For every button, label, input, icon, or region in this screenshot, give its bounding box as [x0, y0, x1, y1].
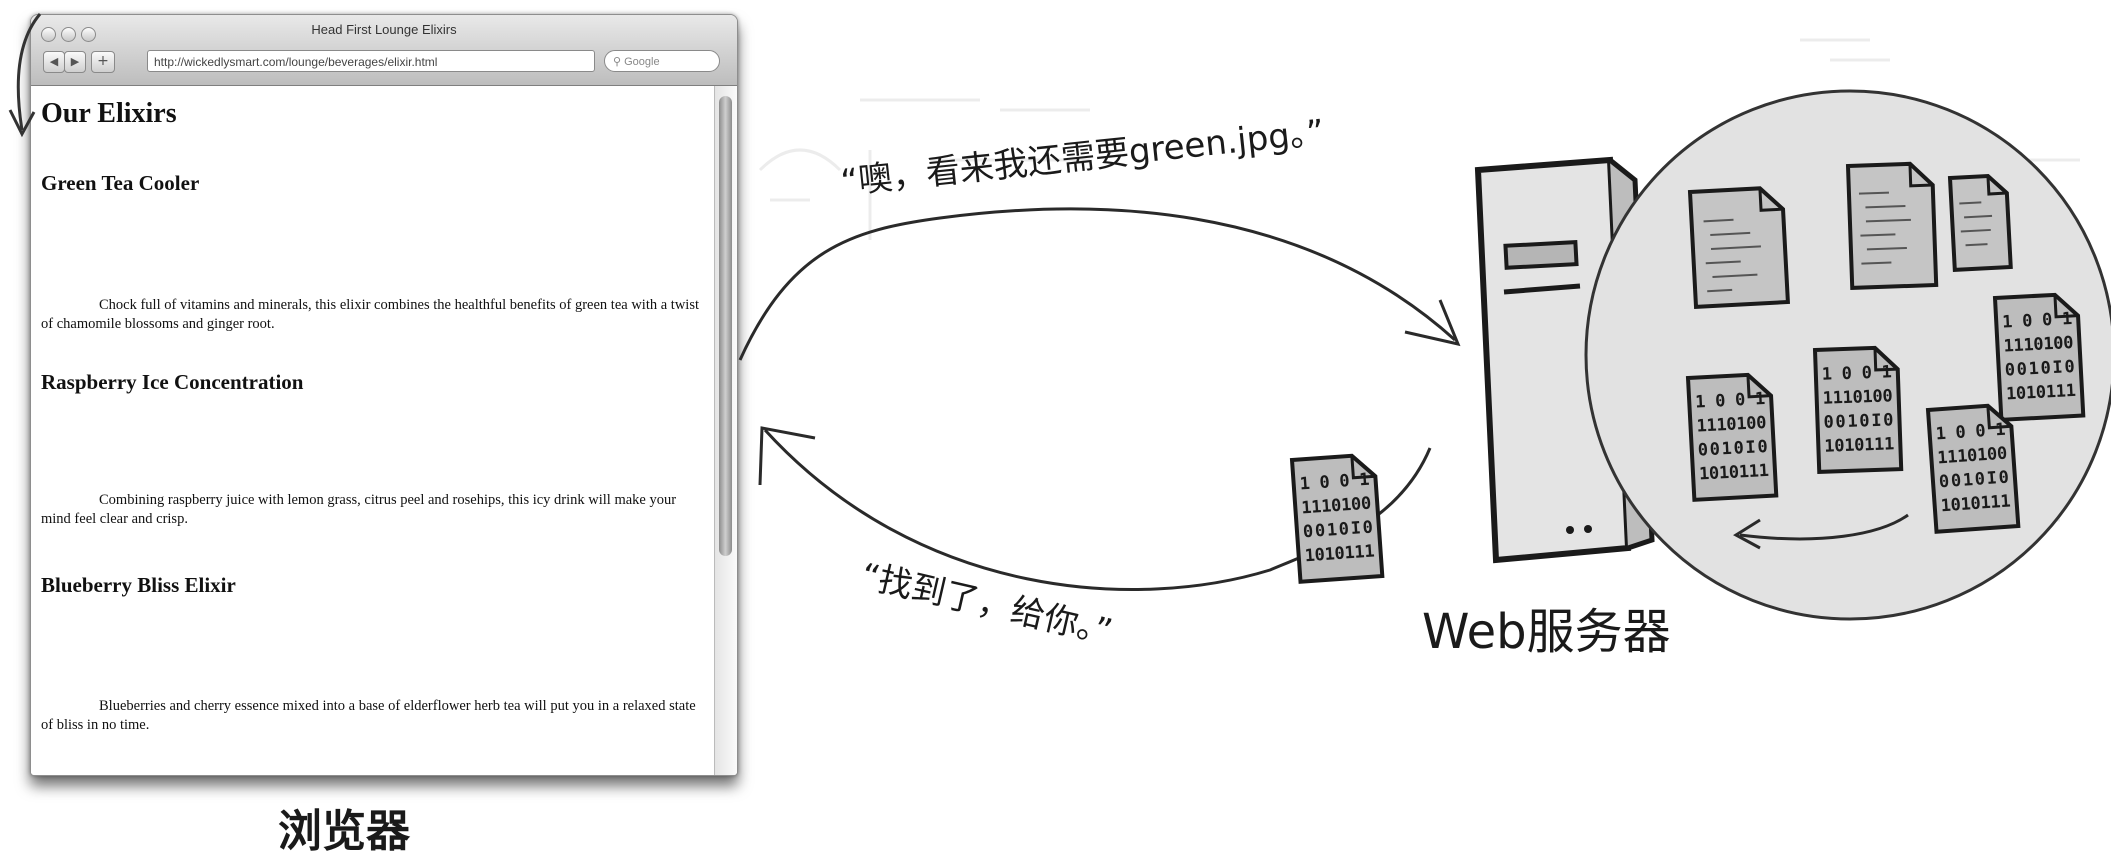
binary-line: 1010111 — [1824, 434, 1895, 456]
corner-arrow-head — [8, 109, 36, 138]
html-file-icon — [1845, 161, 1939, 290]
minimize-window-button[interactable] — [61, 27, 76, 42]
search-icon: ⚲ — [613, 56, 625, 68]
search-placeholder: Google — [624, 56, 660, 68]
response-arrow-head — [758, 426, 816, 486]
request-arrow — [738, 207, 1457, 361]
browser-window: Head First Lounge Elixirs ◀ ▶ + http://w… — [30, 14, 738, 776]
item-title: Blueberry Bliss Elixir — [41, 573, 236, 597]
search-field[interactable]: ⚲ Google — [604, 50, 720, 72]
binary-line: 1010111 — [1699, 461, 1770, 485]
url-text: http://wickedlysmart.com/lounge/beverage… — [154, 55, 438, 69]
item-description: Blueberries and cherry essence mixed int… — [41, 698, 696, 733]
page-content: Our Elixirs Green Tea Cooler Chock full … — [31, 86, 715, 775]
request-arrow-head — [1404, 299, 1461, 347]
zoom-window-button[interactable] — [81, 27, 96, 42]
item-title: Green Tea Cooler — [41, 171, 200, 195]
retrieve-arrow-head — [1733, 518, 1761, 550]
close-window-button[interactable] — [41, 27, 56, 42]
page-heading: Our Elixirs — [41, 98, 177, 129]
html-file-icon — [1947, 173, 2013, 272]
item-title: Raspberry Ice Concentration — [41, 370, 304, 394]
title-bar: Head First Lounge Elixirs ◀ ▶ + http://w… — [31, 15, 737, 86]
binary-line: 1010111 — [2006, 381, 2077, 405]
add-bookmark-button[interactable]: + — [91, 51, 115, 73]
binary-line: 0010I0 — [1823, 410, 1894, 432]
binary-line: 0010I0 — [1697, 437, 1768, 461]
binary-line: 1110100 — [1301, 494, 1372, 519]
address-bar[interactable]: http://wickedlysmart.com/lounge/beverage… — [147, 50, 595, 72]
binary-line: 0010I0 — [2004, 357, 2075, 381]
server-label: Web服务器 — [1422, 604, 1671, 660]
vertical-scrollbar[interactable] — [714, 86, 737, 775]
binary-line: 1110100 — [2003, 333, 2074, 357]
binary-line: 1010111 — [1304, 541, 1375, 566]
item-description: Combining raspberry juice with lemon gra… — [41, 492, 677, 527]
corner-arrow — [16, 13, 42, 131]
forward-button[interactable]: ▶ — [64, 51, 86, 73]
retrieve-arrow — [1739, 513, 1909, 541]
binary-line: 1110100 — [1937, 444, 2008, 469]
binary-line: 1110100 — [1822, 386, 1893, 408]
binary-line: 1110100 — [1696, 413, 1767, 437]
browser-label: 浏览器 — [278, 806, 410, 857]
window-title: Head First Lounge Elixirs — [311, 22, 457, 37]
binary-line: 1010111 — [1940, 491, 2011, 516]
scroll-thumb[interactable] — [719, 96, 732, 556]
item-description: Chock full of vitamins and minerals, thi… — [41, 297, 699, 332]
html-file-icon — [1687, 186, 1790, 309]
